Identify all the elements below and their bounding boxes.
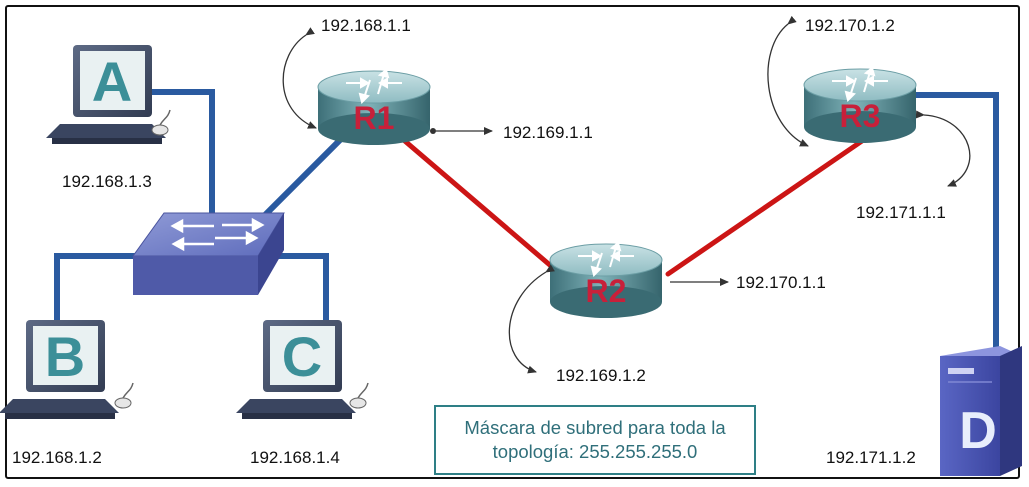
serial-link-r2-r3 (665, 138, 865, 277)
ip-label-host-d: 192.171.1.2 (826, 448, 916, 467)
computer-icon (46, 45, 171, 144)
arrow-r3-lan (915, 110, 971, 187)
ip-label-r1-serial: 192.169.1.1 (503, 123, 593, 142)
host-c-computer: C (236, 320, 369, 419)
ip-label-host-a: 192.168.1.3 (62, 172, 152, 191)
router-icon (549, 241, 663, 318)
ip-label-r1-lan: 192.168.1.1 (321, 16, 411, 35)
host-a-label: A (92, 50, 132, 113)
arrow-r1-lan (282, 27, 317, 129)
router-r3-label: R3 (840, 98, 881, 134)
cable-switch-r1 (253, 129, 351, 227)
arrow-r3-serial (767, 15, 809, 147)
ip-label-r2-serial-r3: 192.170.1.1 (736, 273, 826, 292)
subnet-mask-note-line1: Máscara de subred para toda la (464, 417, 726, 438)
router-icon (317, 68, 431, 145)
subnet-mask-note-line2: topología: 255.255.255.0 (492, 441, 698, 462)
server-icon (940, 346, 1022, 476)
computer-icon (0, 320, 134, 419)
arrow-r2-serial-r1 (508, 264, 555, 374)
host-d-server: D (940, 346, 1022, 476)
diagram-frame (5, 5, 1020, 479)
computer-icon (236, 320, 369, 419)
host-a-computer: A (46, 45, 171, 144)
switch-icon (132, 212, 285, 295)
ip-label-host-c: 192.168.1.4 (250, 448, 340, 467)
cable-switch-b (54, 253, 143, 337)
router-r2: R2 (549, 241, 663, 318)
cable-switch-c (263, 253, 329, 337)
cable-a-switch (149, 89, 231, 229)
router-r1: R1 (317, 68, 431, 145)
subnet-mask-note: Máscara de subred para toda la topología… (434, 405, 756, 475)
router-r2-label: R2 (586, 273, 627, 309)
ip-label-r3-serial: 192.170.1.2 (805, 16, 895, 35)
ip-label-host-b: 192.168.1.2 (12, 448, 102, 467)
host-b-computer: B (0, 320, 134, 419)
cable-r3-d (911, 92, 999, 353)
ip-label-r2-serial-r1: 192.169.1.2 (556, 366, 646, 385)
router-r1-label: R1 (354, 100, 395, 136)
host-d-label: D (959, 402, 997, 460)
host-b-label: B (45, 325, 85, 388)
host-c-label: C (282, 325, 322, 388)
ip-label-r3-lan: 192.171.1.1 (856, 203, 946, 222)
router-r3: R3 (803, 66, 917, 143)
router-icon (803, 66, 917, 143)
serial-link-r1-r2 (396, 133, 561, 275)
